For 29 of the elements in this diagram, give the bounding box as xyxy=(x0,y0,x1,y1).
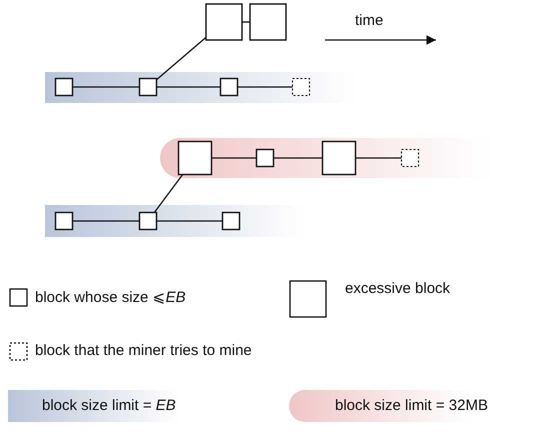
chain-link xyxy=(72,220,140,222)
chain-link xyxy=(212,157,256,159)
block xyxy=(54,78,74,96)
legend-label: block that the miner tries to mine xyxy=(35,342,252,359)
chain-link xyxy=(154,174,184,213)
block xyxy=(178,140,212,176)
mining-block xyxy=(400,148,420,168)
chain-link xyxy=(156,36,206,80)
chain-link xyxy=(156,86,220,88)
block xyxy=(138,212,158,230)
chain-link xyxy=(72,86,140,88)
block xyxy=(205,3,243,41)
block xyxy=(322,140,356,176)
chain-link xyxy=(356,157,402,159)
block xyxy=(249,3,287,41)
legend-label: excessive block xyxy=(345,280,450,297)
chain-link xyxy=(238,86,292,88)
block xyxy=(138,78,158,96)
block xyxy=(256,148,274,168)
legend-label: block size limit = 32MB xyxy=(335,397,488,414)
block xyxy=(222,212,240,230)
legend-label: block size limit = EB xyxy=(42,397,176,414)
legend-label: block whose size ⩽EB xyxy=(35,288,186,306)
block xyxy=(220,78,238,96)
time-label: time xyxy=(355,12,384,29)
mining-block xyxy=(292,78,310,96)
chain-link xyxy=(274,157,322,159)
chain-link xyxy=(156,220,222,222)
block xyxy=(54,212,74,230)
